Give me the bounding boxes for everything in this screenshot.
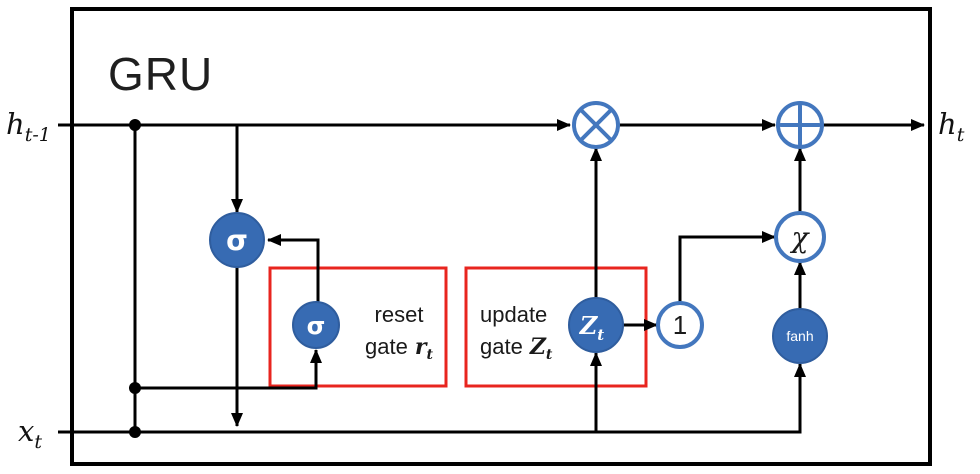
update-gate-node: Zt: [568, 297, 624, 353]
tanh-circle: [772, 308, 828, 364]
update-gate-label-line1: update: [480, 302, 547, 327]
sigmoid-reset-circle: [292, 301, 340, 349]
tanh-label: fanh: [786, 328, 813, 344]
input-base: x: [18, 414, 34, 448]
sigmoid-main-node: σ: [209, 212, 265, 268]
reset-gate-sub: t: [426, 347, 433, 363]
sigmoid-reset-label: σ: [307, 312, 326, 340]
input-sub: t: [34, 431, 42, 453]
multiply-cross-stroke: [579, 108, 613, 142]
input-wire: [58, 363, 806, 434]
one-circle: [656, 301, 704, 349]
one-label: 1: [673, 310, 687, 340]
sigmoid-main-circle: [209, 212, 265, 268]
diagram-title: GRU: [108, 48, 213, 100]
input-label: xt: [18, 414, 42, 453]
update-gate-node-label: Zt: [579, 311, 605, 344]
chi-node: χ: [774, 211, 826, 263]
reset-gate-box: [268, 266, 448, 388]
sigmoid-reset-node: σ: [292, 301, 340, 349]
update-gate-sub: t: [546, 347, 553, 363]
reset-gate-label-line1: reset: [375, 302, 424, 327]
update-gate-circle: [568, 297, 624, 353]
junction-dot: [129, 426, 141, 438]
multiply-icon: [572, 101, 620, 149]
update-node-base: Z: [579, 311, 599, 340]
one-node: 1: [656, 301, 704, 349]
update-node-sub: t: [597, 326, 604, 344]
hidden-out-sub: t: [957, 124, 965, 146]
update-gate-word: gate: [480, 334, 523, 359]
chi-circle: [774, 211, 826, 263]
reset-to-sigmoid-wire: [267, 234, 320, 302]
hidden-prev-base: h: [6, 107, 25, 141]
sigmoid-main-label: σ: [226, 224, 248, 257]
hidden-prev-sub: t-1: [25, 124, 51, 146]
one-to-chi-wire: [678, 231, 776, 303]
update-gate-var: Z: [529, 334, 547, 360]
add-icon: [776, 101, 824, 149]
tanh-node: fanh: [772, 308, 828, 364]
chi-label: χ: [790, 221, 811, 254]
reset-sigmoid-input-wire: [135, 349, 322, 390]
reset-gate-var: r: [415, 334, 428, 360]
junction-dot: [129, 119, 141, 131]
hidden-prev-label: ht-1: [6, 107, 51, 146]
reset-gate-word: gate: [365, 334, 408, 359]
wires: [58, 119, 925, 434]
hidden-out-base: h: [938, 107, 957, 141]
hidden-out-label: ht: [938, 107, 965, 146]
junction-dot: [129, 382, 141, 394]
